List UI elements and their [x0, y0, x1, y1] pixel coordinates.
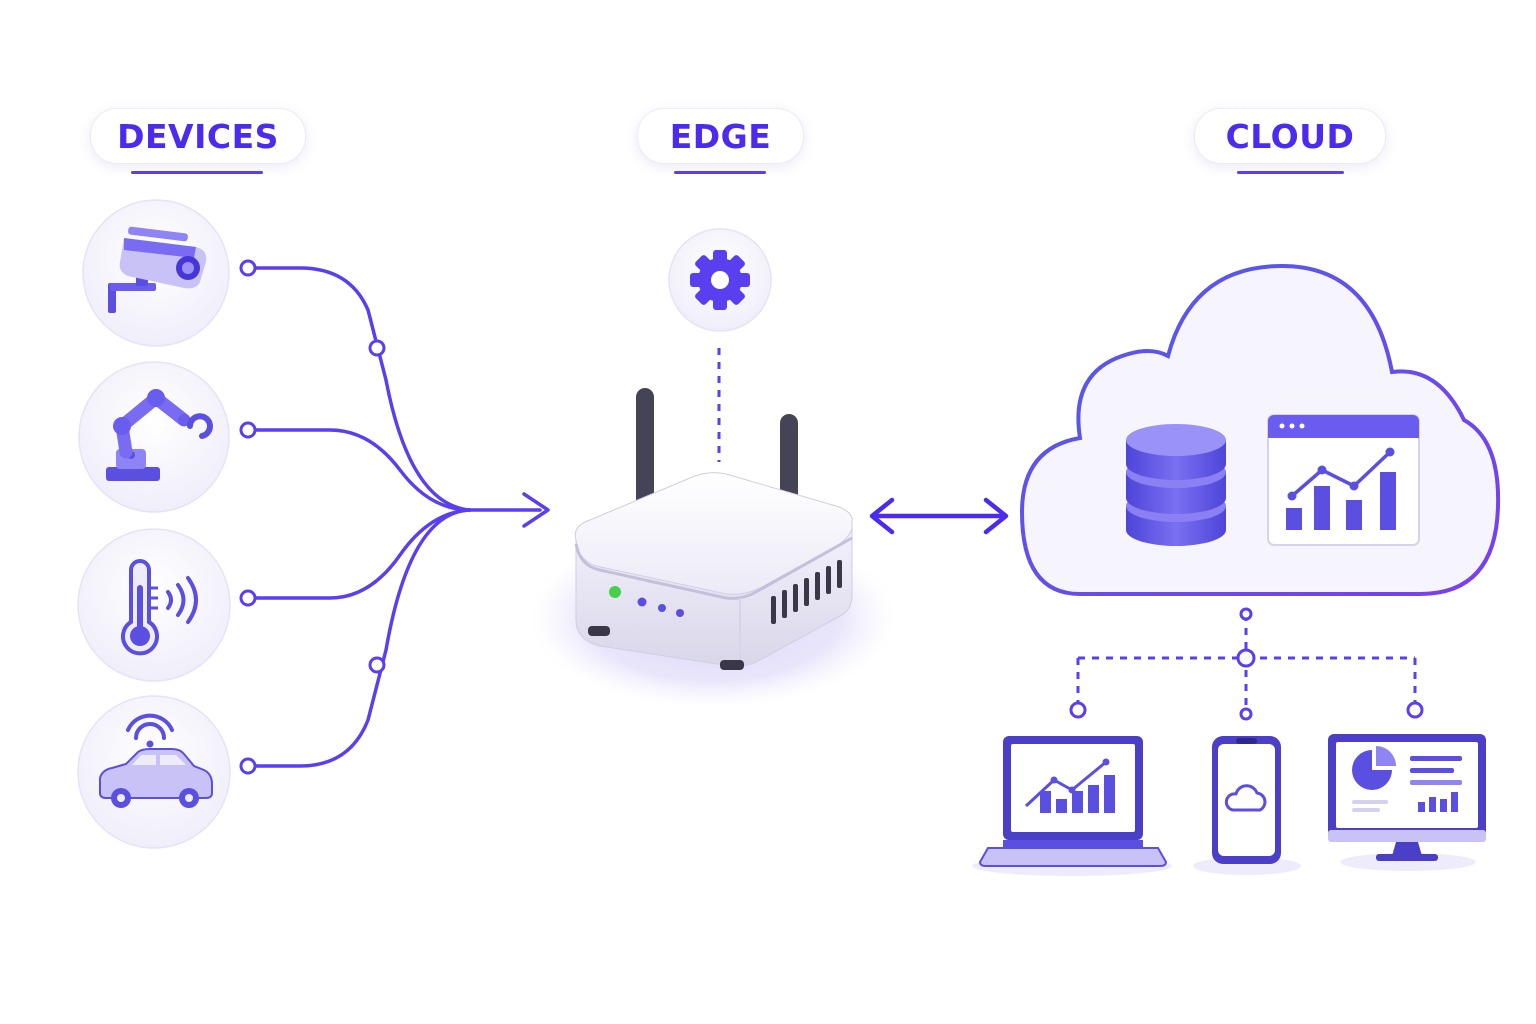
device-connection-lines — [252, 266, 550, 768]
edge-underline — [674, 171, 766, 174]
gear-icon — [690, 250, 750, 310]
smartphone-icon — [1212, 736, 1281, 864]
security-camera-icon — [108, 226, 207, 313]
device-robotic-arm[interactable] — [78, 361, 230, 513]
laptop-icon — [978, 736, 1168, 867]
analytics-dashboard-icon — [1267, 414, 1420, 546]
device-camera[interactable] — [82, 199, 230, 347]
edge-router[interactable] — [530, 388, 896, 708]
cloud-header: CLOUD — [1194, 108, 1386, 164]
cloud-underline — [1237, 171, 1344, 174]
edge-cloud-arrow — [869, 497, 1009, 535]
desktop-monitor-icon — [1328, 734, 1486, 861]
edge-header: EDGE — [637, 108, 804, 164]
distribution-nodes — [1069, 607, 1424, 721]
endpoint-desktop[interactable] — [1328, 734, 1486, 871]
connected-car-icon — [99, 713, 213, 808]
cloud-platform[interactable] — [1019, 263, 1501, 596]
endpoint-smartphone[interactable] — [1193, 736, 1301, 875]
device-connected-car[interactable] — [77, 695, 231, 849]
thermometer-sensor-icon — [121, 559, 198, 656]
edge-router-icon — [574, 388, 853, 670]
edge-gear[interactable] — [668, 228, 772, 332]
database-icon — [1126, 424, 1226, 546]
connection-nodes — [239, 259, 386, 775]
devices-header: DEVICES — [90, 108, 306, 164]
device-thermometer-sensor[interactable] — [77, 528, 231, 682]
devices-underline — [131, 171, 263, 174]
robotic-arm-icon — [106, 389, 213, 481]
endpoint-laptop[interactable] — [972, 736, 1172, 876]
